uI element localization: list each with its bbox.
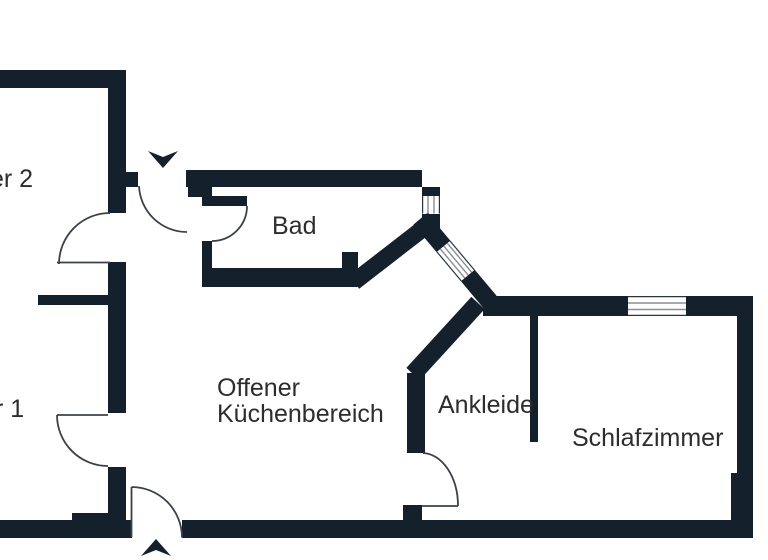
window-symbol	[427, 196, 435, 214]
bedroom-window	[628, 296, 686, 316]
room-label-kitchen-line2: Küchenbereich	[217, 400, 384, 428]
wall-segment	[0, 70, 126, 88]
wall-segment	[202, 187, 212, 206]
wall-segment	[422, 187, 440, 196]
wall-segment	[731, 473, 753, 520]
walls	[0, 70, 753, 538]
door-swing-arc	[56, 414, 109, 467]
wall-segment	[413, 213, 451, 253]
window-symbol	[628, 302, 686, 311]
entrance-arrow-down-icon	[148, 151, 178, 168]
window-symbol	[439, 242, 473, 279]
wall-segment	[126, 172, 138, 187]
room-label-bedroom: Schlafzimmer	[572, 424, 723, 452]
wall-segment	[0, 520, 132, 538]
room-label-bathroom: Bad	[272, 212, 316, 240]
wall-segment	[202, 241, 212, 287]
wall-segment	[108, 262, 126, 413]
room-label-kitchen-line1: Offener	[217, 374, 300, 402]
bathroom-window	[422, 196, 440, 214]
wall-segment	[483, 296, 628, 316]
window-symbol	[422, 196, 440, 214]
room-label-dressing-room: Ankleide	[438, 391, 534, 419]
room-label-top-left: er 2	[0, 165, 33, 193]
entrance-arrow-up-icon	[141, 539, 171, 556]
wall-segment	[38, 295, 110, 305]
wall-segment	[186, 170, 422, 187]
doors	[56, 185, 459, 538]
door-swing-arc	[138, 185, 188, 233]
window-symbol	[628, 296, 686, 316]
door-swing-arc	[211, 205, 248, 242]
wall-segment	[460, 269, 497, 308]
wall-segment	[342, 252, 358, 268]
wall-segment	[403, 505, 422, 520]
room-label-bottom-left: r 1	[0, 395, 24, 423]
wall-segment	[72, 513, 108, 523]
wall-segment	[202, 268, 358, 287]
door-swing-arc	[58, 212, 111, 265]
diagonal-window	[413, 213, 497, 308]
door-swing-arc	[131, 486, 183, 538]
door-swing-arc	[422, 452, 459, 507]
wall-segment	[182, 520, 753, 538]
window-symbol	[436, 240, 475, 282]
wall-segment	[407, 373, 425, 453]
wall-segment	[530, 316, 538, 442]
wall-segment	[737, 316, 753, 473]
wall-segment	[212, 196, 247, 206]
wall-segment	[108, 70, 126, 213]
wall-segment	[686, 296, 753, 316]
wall-segment	[188, 187, 212, 197]
wall-segment	[406, 296, 485, 381]
diagonal-walls	[348, 213, 485, 381]
